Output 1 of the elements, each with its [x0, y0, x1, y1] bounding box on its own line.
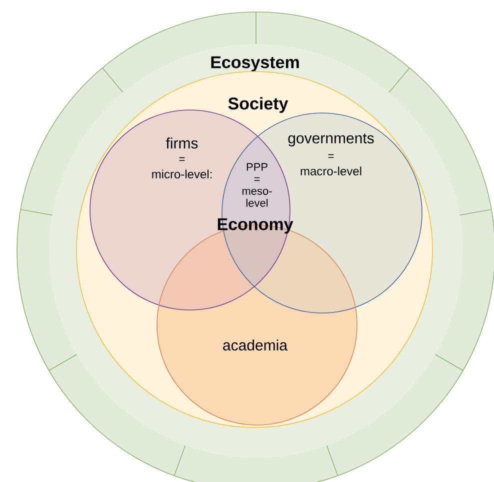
region-label: PPP = meso-level — [242, 163, 272, 207]
